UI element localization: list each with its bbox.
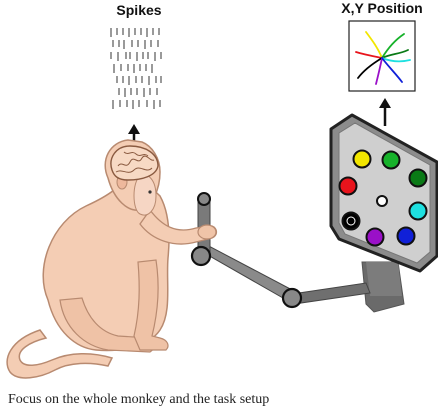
target-black-ring [346,216,356,226]
position-up-arrow [379,98,391,126]
spike-raster [110,28,162,109]
spike-mark [159,100,161,107]
spike-mark [153,100,155,109]
target-center [376,195,388,207]
spike-mark [141,76,143,83]
spike-mark [110,52,112,59]
spike-mark [117,52,119,61]
spike-mark [136,88,138,95]
spike-mark [122,76,124,83]
spike-mark [139,64,141,71]
spike-mark [113,64,115,73]
handle-top [197,192,211,206]
spike-mark [142,52,144,59]
trajectory-line [357,57,383,79]
trajectory-lines [355,31,411,85]
trajectory-line [355,51,383,59]
target-dark-green [408,168,428,188]
spike-mark [149,88,151,95]
spike-mark [129,52,131,59]
spike-mark [160,76,162,83]
spike-mark [112,40,114,47]
spike-mark [145,64,147,71]
spike-mark [118,40,120,47]
panel-stand [361,261,405,313]
spike-mark [122,28,124,35]
base-joint [190,245,212,267]
spike-mark [150,40,152,47]
spike-mark [138,100,140,107]
spike-mark [116,76,118,83]
spike-mark [134,28,136,35]
elbow-joint [281,287,303,309]
spike-mark [157,40,159,47]
spike-mark [124,88,126,97]
spike-mark [116,28,118,35]
monkey [6,139,218,379]
spike-mark [152,28,154,35]
trajectory-line [365,31,383,59]
trajectory-line [381,33,405,59]
target-cyan [408,201,428,221]
spike-mark [146,100,148,107]
spike-mark [112,100,114,109]
target-black [341,211,361,231]
spike-mark [155,76,157,83]
spike-mark [160,52,162,59]
spike-mark [154,52,156,61]
target-yellow [352,149,372,169]
spike-mark [151,64,153,73]
spike-mark [127,64,129,71]
spike-mark [143,88,145,97]
xy-position-label: X,Y Position [341,0,423,16]
trajectory-line [381,49,409,59]
spike-mark [126,100,128,107]
spike-mark [135,76,137,83]
brain [110,145,159,181]
figure-caption: Focus on the whole monkey and the task s… [8,392,270,407]
spike-mark [123,40,125,49]
spike-mark [147,52,149,59]
target-panel [329,113,438,273]
spike-mark [128,28,130,37]
spike-mark [119,100,121,107]
target-circles [338,149,428,247]
target-red [338,176,358,196]
spike-mark [130,88,132,95]
spike-mark [131,40,133,47]
spike-mark [128,76,130,85]
spike-mark [156,88,158,95]
manipulandum [190,192,371,309]
spike-mark [133,64,135,73]
spike-mark [146,28,148,37]
spike-mark [118,88,120,95]
spike-mark [148,76,150,85]
spikes-label: Spikes [116,2,162,18]
spike-mark [137,40,139,47]
spike-mark [125,52,127,59]
spike-mark [136,52,138,61]
target-blue [396,226,416,246]
xy-position-plot [348,20,416,92]
spike-mark [120,64,122,71]
target-green [381,150,401,170]
spike-mark [140,28,142,35]
target-purple [365,227,385,247]
spike-mark [144,40,146,49]
trajectory-line [381,57,403,83]
spike-mark [132,100,134,109]
spike-mark [110,28,112,37]
spike-mark [158,28,160,35]
trajectory-line [375,57,383,85]
trajectory-line [381,57,411,63]
